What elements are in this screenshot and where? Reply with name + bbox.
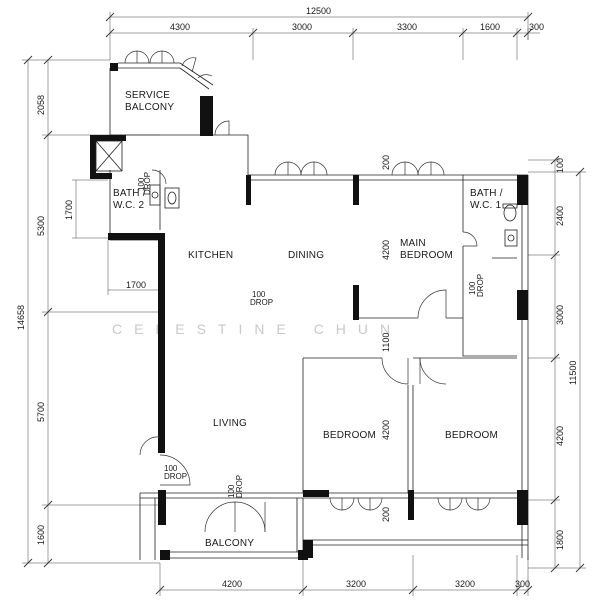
room-labels: SERVICE BALCONY BATH / W.C. 2 BATH / W.C… (113, 90, 503, 549)
service-balcony-label-2: BALCONY (125, 102, 174, 113)
balcony-label: BALCONY (205, 538, 254, 549)
thin-walls (109, 62, 529, 560)
kitchen-drop-value: 100 (252, 290, 266, 299)
dim-top-1: 4300 (170, 22, 190, 32)
dim-corridor-width: 1100 (381, 333, 391, 352)
living-label: LIVING (213, 418, 247, 429)
dim-right-5: 1800 (555, 530, 565, 550)
bath2-basin (149, 184, 161, 206)
balcony-drop-text: DROP (235, 475, 244, 498)
dim-bedroom-height: 4200 (381, 420, 391, 440)
bath2-drop-value: 100 (137, 177, 146, 191)
main-bedroom-label: MAIN (400, 238, 426, 249)
living-drop-value: 100 (164, 464, 178, 473)
fixtures (95, 140, 518, 247)
bath1-wc (503, 204, 517, 222)
service-balcony-label: SERVICE (125, 90, 170, 101)
dim-top-door: 200 (381, 155, 391, 170)
bedroom-right-label: BEDROOM (445, 430, 498, 441)
dim-main-bedroom-height: 4200 (381, 240, 391, 260)
bath2-label-2: W.C. 2 (113, 200, 144, 211)
dim-right-4: 4200 (555, 426, 565, 446)
dim-left-overall: 14658 (16, 305, 26, 330)
dimension-text: 12500 4300 3000 3300 1600 300 14658 2058… (16, 6, 578, 589)
living-drop-text: DROP (164, 472, 187, 481)
dim-right-3: 3000 (555, 305, 565, 325)
balcony-drop-value: 100 (227, 484, 236, 498)
dim-top-2: 3000 (292, 22, 312, 32)
bath2-wc (164, 187, 180, 209)
bath1-label: BATH / (470, 188, 503, 199)
dim-top-4: 1600 (480, 22, 500, 32)
main-bedroom-label-2: BEDROOM (400, 250, 453, 261)
bath1-drop-value: 100 (468, 281, 477, 295)
watermark: CELESTINE CHUN (112, 321, 402, 337)
kitchen-label: KITCHEN (188, 250, 233, 261)
dim-overall-top: 12500 (306, 6, 331, 16)
dim-left-3: 5700 (36, 402, 46, 422)
bath2-drop-text: DROP (143, 172, 152, 195)
dim-right-2: 2400 (555, 206, 565, 226)
dim-top-3: 3300 (397, 22, 417, 32)
drop-labels: 100 DROP 100 DROP 100 DROP 100 DROP 100 … (137, 172, 485, 498)
bedroom-left-label: BEDROOM (323, 430, 376, 441)
dim-left-1: 2058 (36, 95, 46, 115)
dim-bottom-4: 300 (515, 579, 530, 589)
dim-right-1: 100 (555, 158, 565, 173)
dim-bottom-door: 200 (381, 507, 391, 522)
kitchen-drop-text: DROP (250, 298, 273, 307)
dim-top-5: 300 (529, 22, 544, 32)
doors-and-windows (124, 50, 491, 533)
bath1-basin (504, 229, 518, 247)
dining-label: DINING (288, 250, 324, 261)
bath2-label: BATH / (113, 188, 146, 199)
dim-bath2-width: 1700 (126, 280, 146, 290)
dim-bottom-2: 3200 (346, 579, 366, 589)
dim-bottom-3: 3200 (455, 579, 475, 589)
solid-walls (90, 63, 528, 560)
dim-left-4: 1600 (36, 525, 46, 545)
dim-right-overall: 11500 (568, 361, 578, 385)
dim-bath2-height: 1700 (64, 200, 74, 220)
dim-left-2: 5300 (36, 216, 46, 236)
bath1-drop-text: DROP (476, 274, 485, 297)
dimension-lines (22, 12, 586, 596)
dim-bottom-1: 4200 (222, 579, 242, 589)
bath1-label-2: W.C. 1 (470, 200, 501, 211)
